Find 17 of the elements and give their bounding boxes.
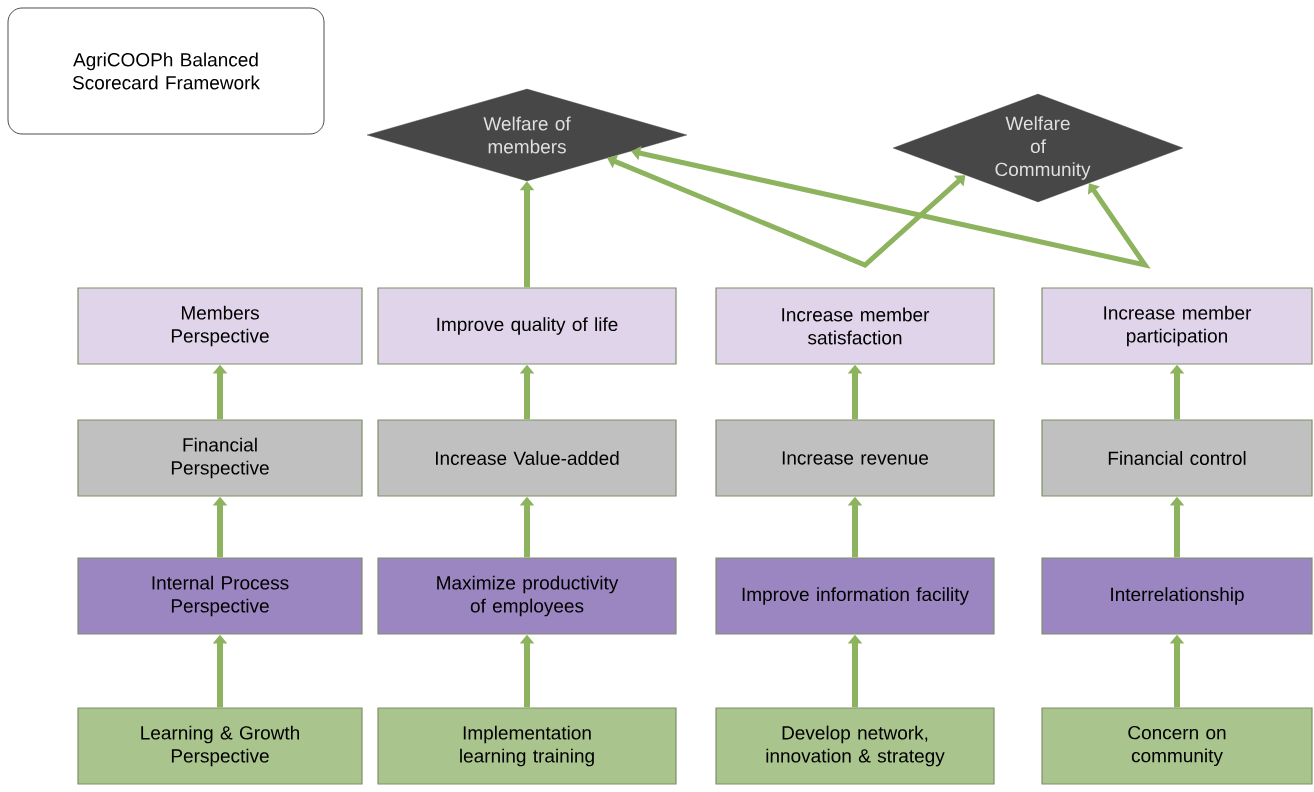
process-box: Increase member satisfaction [715,287,995,365]
process-box: Financial Perspective [77,419,363,497]
process-box: Develop network, innovation & strategy [715,707,995,785]
process-box: Implementation learning training [377,707,677,785]
process-box: Internal Process Perspective [77,557,363,635]
process-box: Financial control [1041,419,1313,497]
process-box: Improve quality of life [377,287,677,365]
title-box: AgriCOOPh Balanced Scorecard Framework [7,7,325,135]
process-box: Members Perspective [77,287,363,365]
process-box: Improve information facility [715,557,995,635]
process-box: Increase revenue [715,419,995,497]
process-box: Maximize productivity of employees [377,557,677,635]
process-box: Increase member participation [1041,287,1313,365]
process-box: Concern on community [1041,707,1313,785]
process-box: Learning & Growth Perspective [77,707,363,785]
process-box: Interrelationship [1041,557,1313,635]
process-box: Increase Value-added [377,419,677,497]
